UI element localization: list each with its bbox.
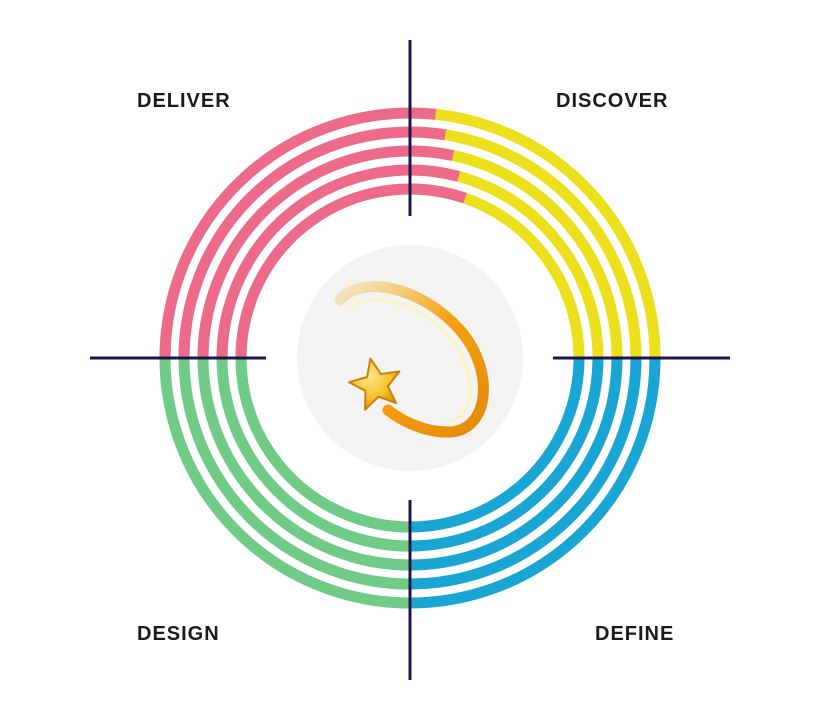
ring-arc-design [178, 321, 411, 590]
label-deliver: DELIVER [137, 90, 231, 112]
ring-arc-deliver [178, 126, 447, 359]
label-define: DEFINE [595, 623, 675, 645]
axes-group [90, 40, 730, 680]
center-disc [297, 245, 523, 471]
ring-arc-discover [409, 145, 623, 403]
ring-arc-design [159, 331, 411, 609]
ring-arc-define [383, 357, 661, 609]
shooting-star-icon [334, 281, 489, 438]
ring-arc-discover [409, 126, 642, 395]
ring-arc-define [373, 357, 642, 590]
label-design: DESIGN [137, 623, 220, 645]
ring-arc-design [197, 313, 411, 571]
ring-arc-discover [409, 107, 661, 385]
ring-arc-deliver [235, 183, 467, 359]
ring-arc-deliver [159, 107, 437, 359]
label-discover: DISCOVER [556, 90, 669, 112]
ring-arc-deliver [197, 145, 455, 359]
ring-arc-define [365, 357, 623, 571]
